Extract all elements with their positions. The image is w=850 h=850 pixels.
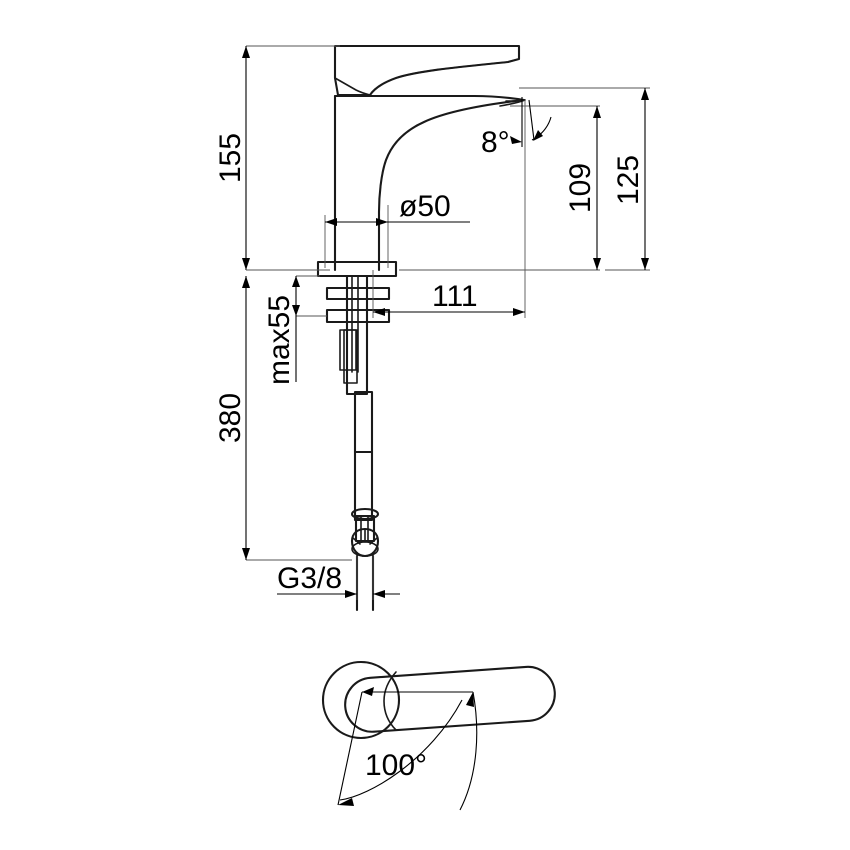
faucet-body-and-spout	[333, 94, 526, 272]
dimension-111: 111	[372, 100, 526, 318]
dimension-label-outlet-angle: 8°	[481, 126, 510, 159]
dimension-109: 109	[399, 105, 601, 271]
g38-connector	[350, 507, 380, 612]
dimension-label-tail-length: 380	[214, 393, 247, 443]
dimension-label-swivel-angle: 100°	[365, 749, 427, 782]
dimension-380: 380	[214, 269, 352, 561]
supply-hose	[353, 390, 374, 522]
dimension-155: 155	[214, 45, 340, 271]
dimension-125: 125	[519, 87, 650, 271]
dimension-label-spout-reach: 111	[432, 280, 478, 313]
dimension-label-max-thickness: max55	[263, 295, 296, 385]
dimension-max55: max55	[263, 275, 327, 385]
front-elevation-view	[316, 44, 526, 612]
dimension-label-spout-height: 109	[564, 163, 597, 213]
dimension-diameter-50: ø50	[324, 190, 470, 268]
mounting-hardware	[316, 260, 398, 396]
dimension-g38: G3/8	[277, 556, 400, 600]
dimension-angle-100: 100°	[337, 687, 478, 811]
dimension-label-total-height: 155	[214, 133, 247, 183]
lever-handle	[333, 44, 521, 97]
dimension-label-upper-height: 125	[612, 155, 645, 205]
dimension-angle-8: 8°	[481, 97, 552, 159]
top-plan-detail-view	[321, 660, 556, 740]
dimension-label-base-diameter: ø50	[399, 190, 451, 223]
dimension-label-thread-size: G3/8	[277, 562, 342, 595]
